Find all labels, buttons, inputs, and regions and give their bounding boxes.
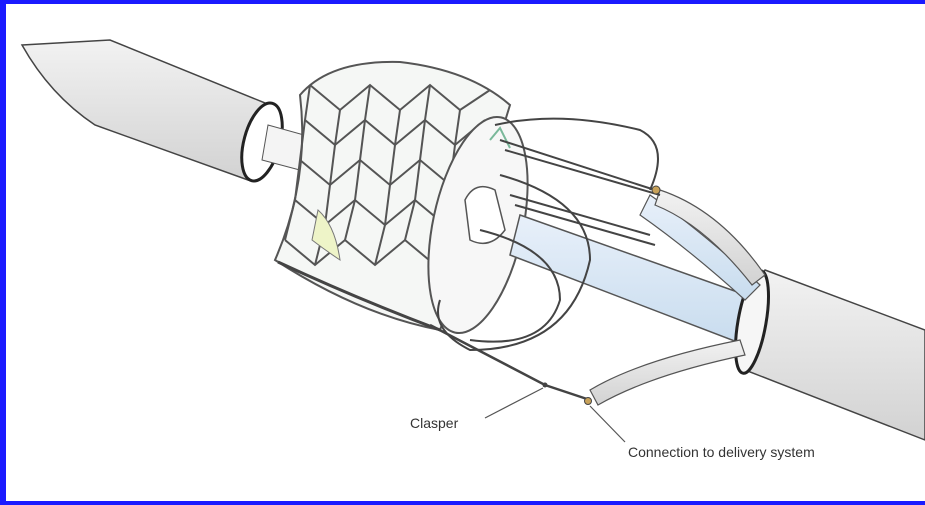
clasper-label: Clasper [410, 413, 458, 433]
nose-cone [22, 40, 290, 185]
lower-lumen [590, 340, 745, 405]
connection-label: Connection to delivery system [628, 442, 858, 462]
outer-catheter [729, 268, 925, 440]
